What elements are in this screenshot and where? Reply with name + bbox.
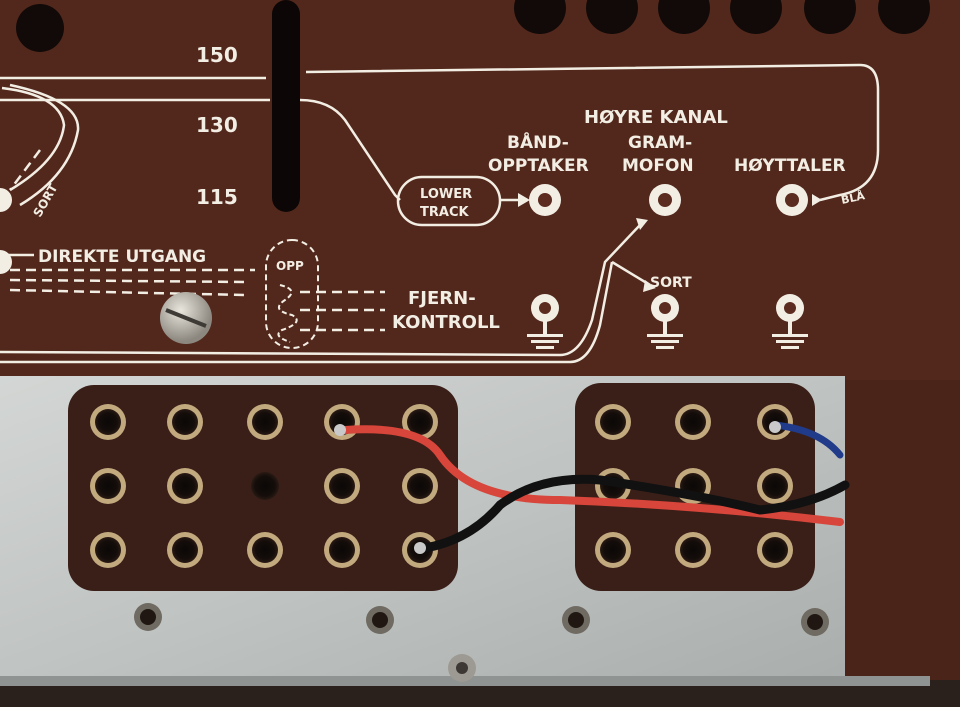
dial-slot [272,0,300,212]
label-kontroll: KONTROLL [392,312,500,333]
socket-hole[interactable] [757,468,793,504]
top-vent-holes [16,0,930,52]
ground-terminal-2[interactable] [647,294,683,349]
scale-115: 115 [196,185,238,209]
label-hoyre-kanal: HØYRE KANAL [584,107,728,128]
label-bandopptaker-1: BÅND- [507,130,569,153]
screw-icon [160,292,212,344]
scale-150: 150 [196,43,238,67]
label-hoyttaler: HØYTTALER [734,156,846,176]
socket-hole[interactable] [675,404,711,440]
wire-black [420,474,850,553]
ground-terminal-3[interactable] [772,294,808,349]
socket-hole[interactable] [251,472,279,500]
socket-hole[interactable] [90,404,126,440]
socket-hole[interactable] [324,532,360,568]
label-grammofon-2: MOFON [622,156,694,176]
terminal-grammofon[interactable] [649,184,681,216]
terminal-left-edge [0,188,12,274]
label-bandopptaker-2: OPPTAKER [488,156,589,176]
opp-coil: OPP [265,239,319,349]
ground-terminal-1[interactable] [527,294,563,349]
socket-hole[interactable] [247,404,283,440]
scale-130: 130 [196,113,238,137]
socket-hole[interactable] [247,532,283,568]
label-grammofon-1: GRAM- [628,133,692,153]
chassis-screw-holes [134,603,829,682]
wires [334,421,850,554]
label-direkte-utgang: DIREKTE UTGANG [38,247,206,267]
label-bla: BLÅ [840,189,867,207]
socket-hole[interactable] [402,468,438,504]
socket-hole[interactable] [167,532,203,568]
socket-hole[interactable] [595,532,631,568]
terminal-bandopptaker[interactable] [529,184,561,216]
socket-hole[interactable] [167,404,203,440]
label-lower: LOWER [420,187,472,202]
dashed-lines [9,149,385,332]
socket-hole[interactable] [324,468,360,504]
label-opp: OPP [276,259,304,273]
socket-hole[interactable] [90,468,126,504]
printed-circuit-lines [0,63,880,364]
terminal-hoyttaler[interactable] [776,184,808,216]
label-sort-right: SORT [650,275,692,291]
socket-hole[interactable] [167,468,203,504]
socket-hole[interactable] [757,532,793,568]
label-fjern: FJERN- [408,288,476,309]
socket-hole[interactable] [90,532,126,568]
lower-track-box: LOWER TRACK [396,175,502,227]
socket-hole[interactable] [675,532,711,568]
wire-blue [771,421,844,459]
socket-hole[interactable] [595,404,631,440]
label-track: TRACK [420,205,469,220]
